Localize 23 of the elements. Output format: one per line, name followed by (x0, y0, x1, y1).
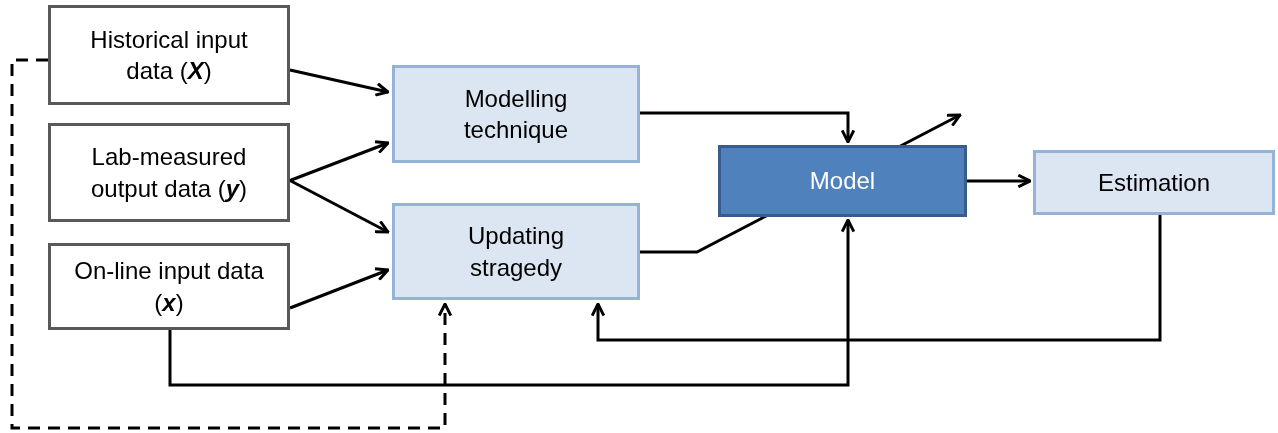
arrow (289, 68, 390, 97)
node-label: Model (809, 166, 876, 197)
arrow (967, 173, 1032, 189)
process-box (392, 65, 640, 163)
input-box (48, 123, 290, 222)
node-label: On-line input data (x) (73, 256, 265, 318)
process-box (392, 203, 640, 300)
arrow (289, 140, 390, 182)
node-label: Updating stragedy (466, 221, 566, 283)
arrow (289, 267, 390, 310)
arrow (289, 179, 390, 234)
node-label: Estimation (1097, 167, 1210, 198)
arrow (640, 111, 856, 144)
arrow (590, 215, 1162, 342)
arrow (10, 58, 453, 430)
input-box (48, 243, 290, 330)
node-label: Lab-measured output data (y) (89, 142, 249, 204)
input-box (48, 5, 290, 105)
model-box (718, 145, 967, 217)
node-label: Historical input data (X) (89, 24, 249, 86)
node-label: Modelling technique (462, 83, 570, 145)
arrow (168, 218, 856, 387)
process-box (1033, 150, 1275, 215)
